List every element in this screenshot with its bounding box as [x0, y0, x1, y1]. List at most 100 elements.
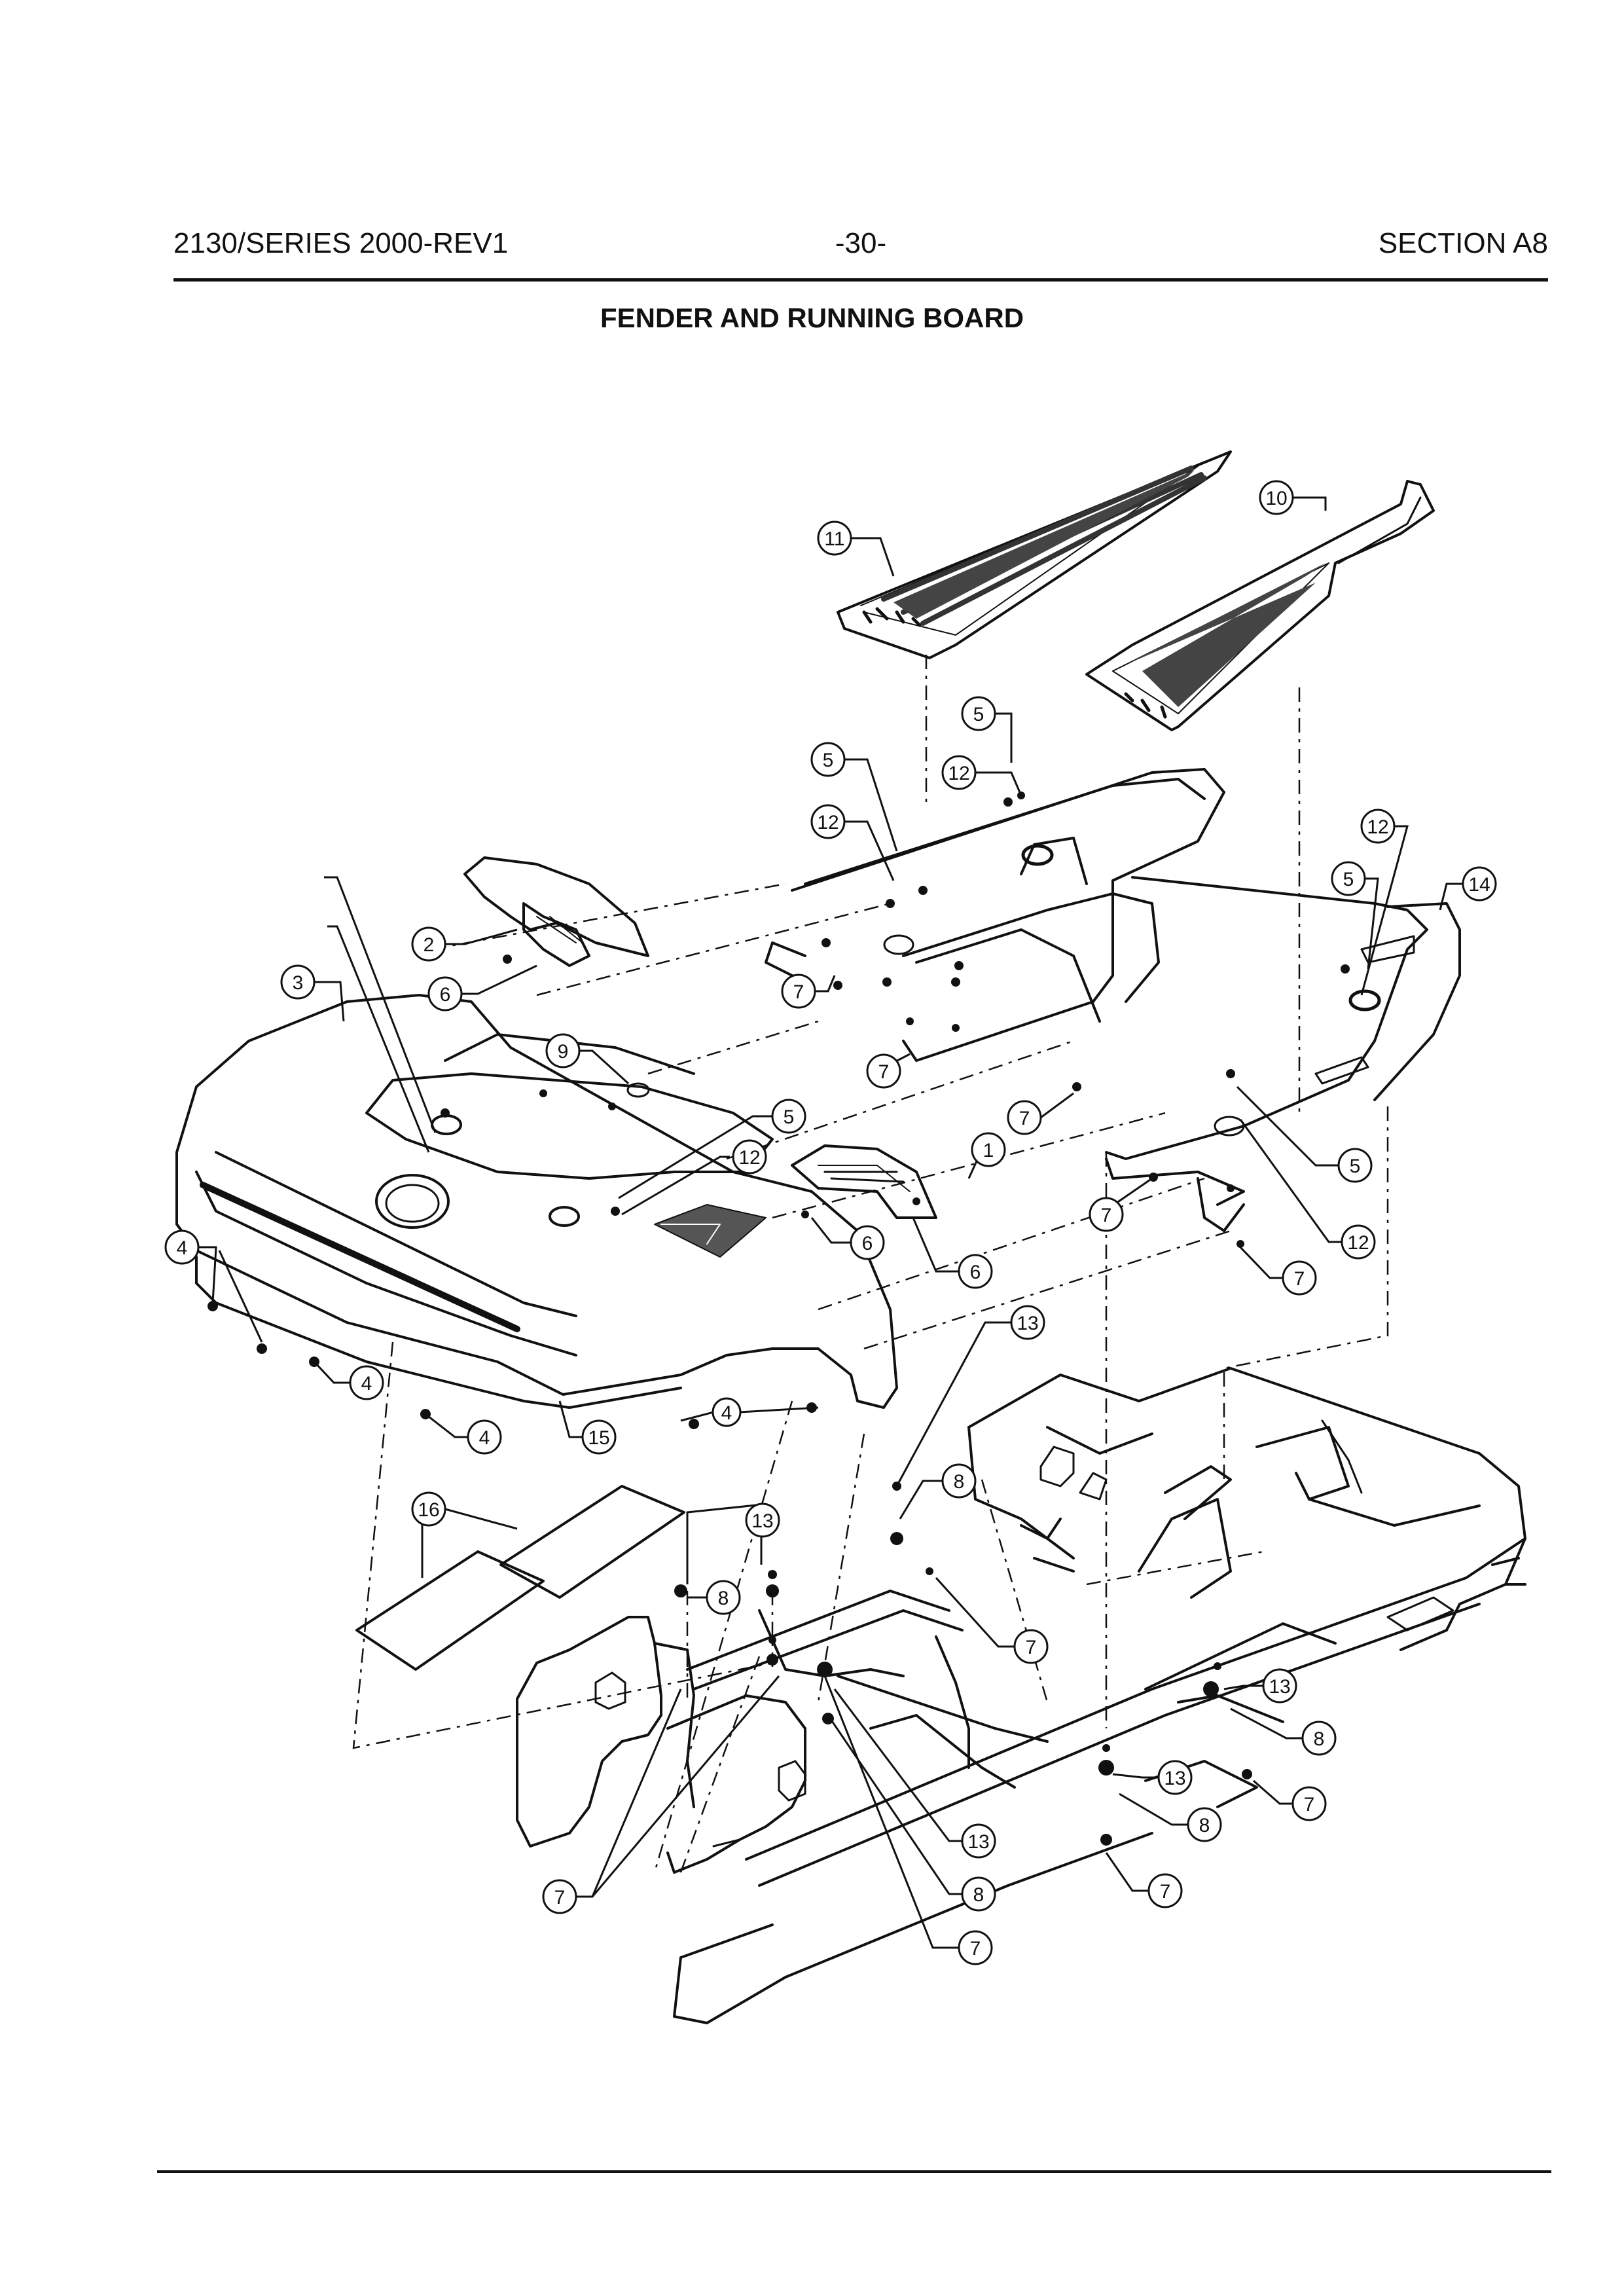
header-model: 2130/SERIES 2000-REV1	[173, 227, 509, 259]
svg-text:5: 5	[973, 704, 984, 725]
frame-side-plate-left	[516, 1616, 806, 1874]
callout-6: 6	[427, 976, 463, 1011]
callout-3: 3	[280, 964, 316, 1000]
svg-text:13: 13	[1164, 1768, 1185, 1789]
callout-4: 4	[349, 1365, 384, 1400]
callout-4: 4	[712, 1397, 742, 1427]
svg-text:4: 4	[361, 1373, 372, 1394]
svg-text:8: 8	[1314, 1728, 1325, 1750]
callout-7: 7	[958, 1930, 993, 1965]
running-board-mat-left	[837, 450, 1232, 659]
callout-7: 7	[781, 974, 816, 1009]
footer-rule	[157, 2170, 1551, 2173]
svg-text:8: 8	[954, 1471, 965, 1493]
callout-12: 12	[1360, 809, 1396, 844]
svg-text:7: 7	[1026, 1637, 1037, 1658]
svg-text:8: 8	[718, 1588, 729, 1609]
svg-text:7: 7	[1160, 1881, 1171, 1903]
svg-text:8: 8	[973, 1884, 984, 1906]
callout-7: 7	[1089, 1197, 1124, 1232]
callout-12: 12	[810, 804, 846, 839]
callouts: 11 10 5 12 5 12 12 5 14 5 12 2 3 6 7 7 9…	[164, 480, 1497, 1965]
callout-7: 7	[1291, 1786, 1327, 1821]
callout-7: 7	[866, 1053, 901, 1089]
svg-text:13: 13	[1269, 1676, 1290, 1698]
callout-13: 13	[1262, 1668, 1297, 1704]
callout-7: 7	[1282, 1260, 1317, 1296]
callout-4: 4	[467, 1419, 502, 1455]
page-header: 2130/SERIES 2000-REV1 -30- SECTION A8	[173, 219, 1548, 272]
svg-text:4: 4	[721, 1402, 732, 1424]
callout-11: 11	[817, 520, 852, 556]
svg-text:7: 7	[1294, 1268, 1305, 1290]
callout-8: 8	[706, 1580, 741, 1615]
svg-text:12: 12	[1347, 1232, 1369, 1254]
svg-text:1: 1	[983, 1140, 994, 1161]
svg-text:16: 16	[418, 1499, 439, 1521]
page-title: FENDER AND RUNNING BOARD	[600, 302, 1024, 333]
callout-15: 15	[581, 1419, 617, 1455]
callout-5: 5	[961, 696, 996, 731]
header-page-number: -30-	[835, 227, 887, 259]
svg-text:5: 5	[784, 1106, 795, 1128]
header-rule	[173, 278, 1548, 282]
callout-6: 6	[850, 1225, 885, 1260]
svg-text:6: 6	[862, 1233, 873, 1254]
svg-text:4: 4	[177, 1237, 188, 1259]
callout-12: 12	[732, 1139, 767, 1175]
svg-text:5: 5	[1343, 869, 1354, 890]
callout-7: 7	[1007, 1100, 1042, 1135]
callout-13: 13	[1010, 1305, 1045, 1340]
svg-text:14: 14	[1468, 874, 1490, 896]
callout-7: 7	[542, 1879, 577, 1914]
footrest-body	[765, 768, 1461, 1232]
assembly-lines	[352, 655, 1389, 1873]
running-board-mat-right	[1085, 480, 1435, 731]
callout-9: 9	[545, 1033, 581, 1068]
svg-text:7: 7	[793, 981, 804, 1003]
callout-6: 6	[958, 1254, 993, 1289]
callout-13: 13	[745, 1503, 780, 1538]
gripper-pad	[791, 1144, 937, 1219]
callout-16: 16	[411, 1491, 446, 1527]
callout-2: 2	[411, 926, 446, 962]
leader-lines	[198, 496, 1463, 1949]
callout-5: 5	[810, 742, 846, 777]
svg-text:2: 2	[424, 934, 435, 956]
svg-text:6: 6	[440, 984, 451, 1006]
svg-text:7: 7	[1304, 1794, 1315, 1815]
svg-text:8: 8	[1199, 1815, 1210, 1836]
svg-text:7: 7	[970, 1938, 981, 1959]
callout-10: 10	[1259, 480, 1294, 515]
callout-14: 14	[1462, 866, 1497, 902]
callout-7: 7	[1013, 1629, 1049, 1664]
svg-text:12: 12	[948, 763, 969, 784]
svg-text:4: 4	[479, 1427, 490, 1449]
decal-plates	[355, 1485, 685, 1671]
callout-5: 5	[771, 1099, 806, 1134]
callout-5: 5	[1337, 1148, 1373, 1183]
callout-13: 13	[961, 1823, 996, 1859]
svg-text:12: 12	[738, 1147, 760, 1169]
callout-1: 1	[971, 1132, 1006, 1167]
svg-text:6: 6	[970, 1262, 981, 1283]
svg-text:13: 13	[751, 1510, 773, 1532]
seat-bracket	[463, 856, 649, 967]
hole-plug	[626, 1082, 650, 1098]
svg-text:3: 3	[293, 972, 304, 994]
callout-13: 13	[1157, 1760, 1193, 1795]
svg-text:5: 5	[1350, 1156, 1361, 1177]
fender-hood	[175, 994, 898, 1409]
svg-text:7: 7	[1019, 1108, 1030, 1129]
svg-text:7: 7	[878, 1061, 890, 1083]
svg-text:13: 13	[967, 1831, 989, 1853]
svg-text:12: 12	[1367, 816, 1388, 838]
svg-text:9: 9	[558, 1041, 569, 1063]
chassis-frame	[653, 1367, 1526, 2024]
callout-12: 12	[1341, 1224, 1376, 1260]
svg-text:7: 7	[1101, 1205, 1112, 1226]
header-section: SECTION A8	[1378, 227, 1548, 259]
callout-8: 8	[961, 1876, 996, 1912]
svg-text:12: 12	[817, 812, 839, 833]
